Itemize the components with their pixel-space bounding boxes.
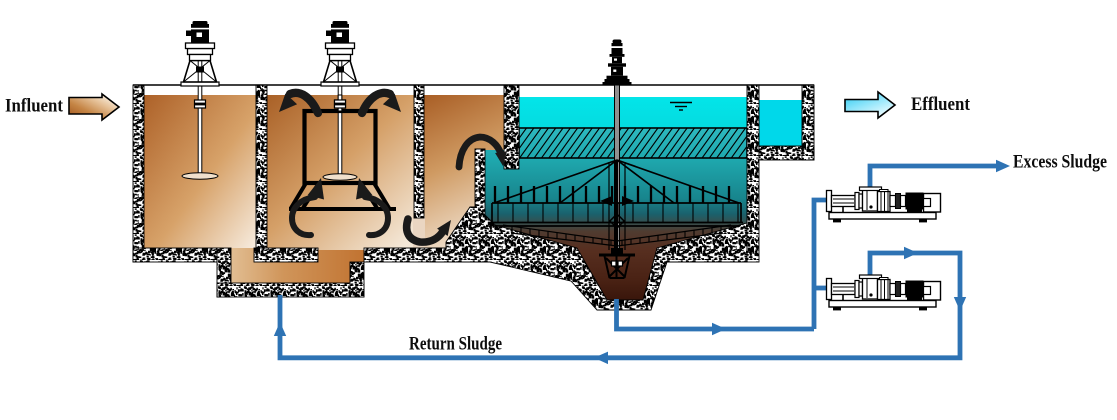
svg-text:Effluent: Effluent (911, 94, 971, 115)
svg-text:Return Sludge: Return Sludge (409, 334, 502, 355)
svg-text:Influent: Influent (5, 96, 64, 117)
svg-text:Excess Sludge: Excess Sludge (1013, 152, 1107, 173)
